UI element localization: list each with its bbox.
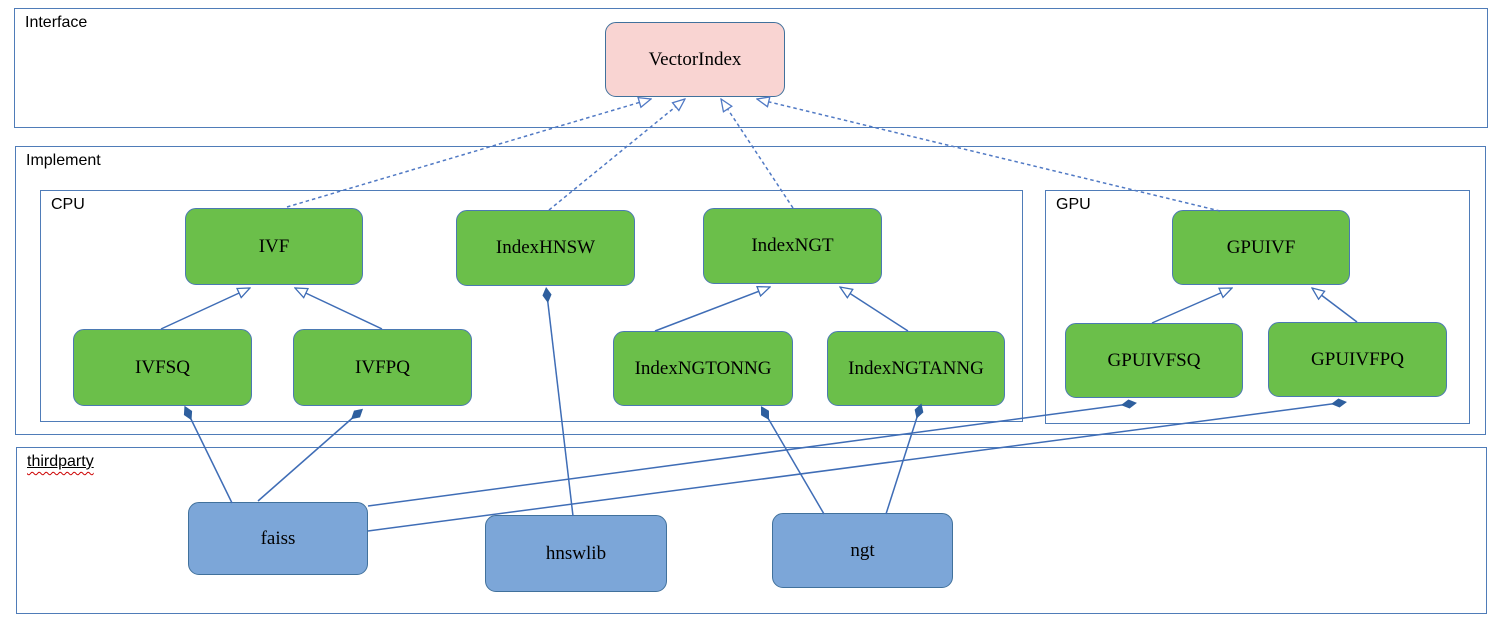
node-vectorindex: VectorIndex [605, 22, 785, 97]
node-ivf: IVF [185, 208, 363, 285]
node-indexngtonng: IndexNGTONNG [613, 331, 793, 406]
node-ivfsq: IVFSQ [73, 329, 252, 406]
container-cpu-label: CPU [51, 196, 85, 213]
node-indexngt-label: IndexNGT [751, 235, 834, 256]
node-ngt-label: ngt [850, 539, 875, 561]
node-indexngtonng-label: IndexNGTONNG [634, 357, 772, 379]
node-hnswlib: hnswlib [485, 515, 667, 592]
node-indexngtanng-label: IndexNGTANNG [848, 357, 984, 379]
container-implement-label: Implement [26, 152, 101, 169]
node-ivfsq-label: IVFSQ [135, 356, 190, 378]
node-gpuivf: GPUIVF [1172, 210, 1350, 285]
node-indexngt: IndexNGT [703, 208, 882, 284]
node-vectorindex-label: VectorIndex [648, 48, 742, 70]
node-gpuivfpq-label: GPUIVFPQ [1311, 348, 1404, 370]
node-gpuivf-label: GPUIVF [1226, 236, 1296, 258]
node-faiss-label: faiss [260, 527, 296, 549]
node-gpuivfsq-label: GPUIVFSQ [1107, 349, 1201, 371]
node-ngt: ngt [772, 513, 953, 588]
node-ivf-label: IVF [258, 235, 290, 257]
node-hnswlib-label: hnswlib [545, 542, 607, 564]
node-ivfpq-label: IVFPQ [355, 356, 410, 378]
node-faiss: faiss [188, 502, 368, 575]
node-gpuivfpq: GPUIVFPQ [1268, 322, 1447, 397]
container-interface-label: Interface [25, 14, 88, 31]
node-indexhnsw-label: IndexHNSW [495, 237, 596, 258]
node-ivfpq: IVFPQ [293, 329, 472, 406]
thirdparty-spellcheck-squiggle: thirdparty [27, 453, 94, 470]
container-thirdparty-label: thirdparty [27, 453, 94, 471]
node-gpuivfsq: GPUIVFSQ [1065, 323, 1243, 398]
node-indexngtanng: IndexNGTANNG [827, 331, 1005, 406]
node-indexhnsw: IndexHNSW [456, 210, 635, 286]
container-gpu-label: GPU [1056, 196, 1091, 213]
